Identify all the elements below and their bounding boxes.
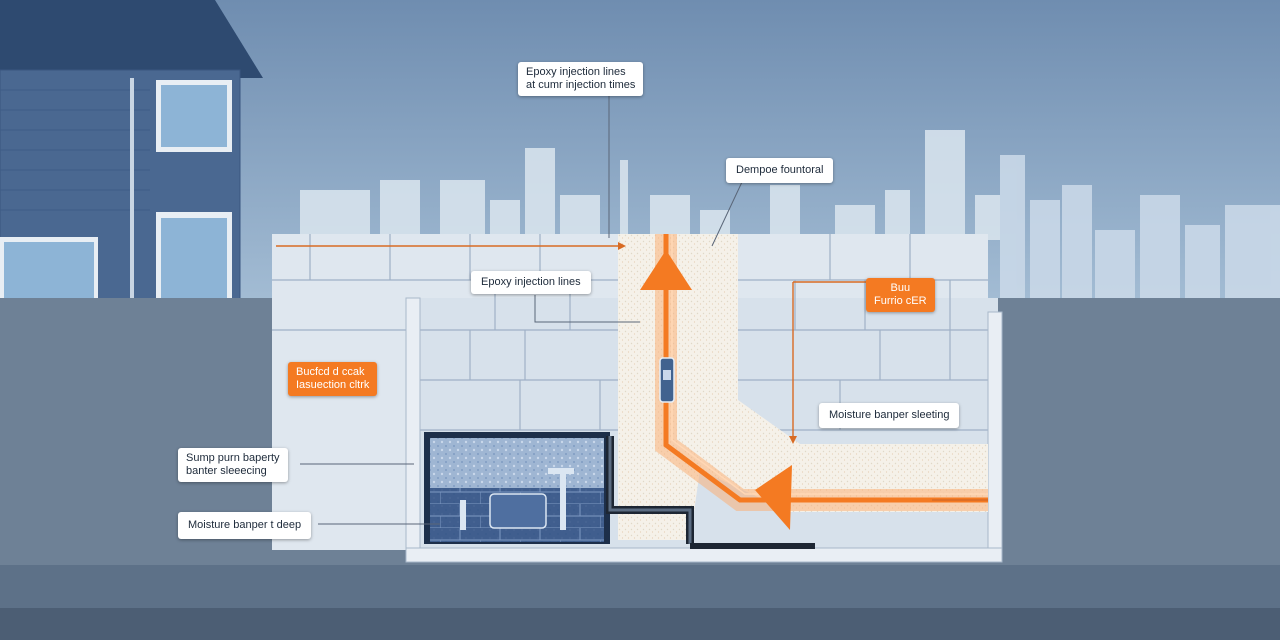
injection-port-icon: [659, 357, 675, 403]
label-epoxy-injection-mid: Epoxy injection lines: [471, 271, 591, 294]
drainage-gravel: [618, 234, 988, 540]
label-line: Epoxy injection lines: [481, 276, 581, 288]
label-line: banter sleeecing: [186, 465, 267, 477]
pointer-arrowhead: [789, 436, 797, 444]
ground-base: [0, 608, 1280, 640]
label-line: Furrio cER: [874, 295, 927, 307]
label-line: Epoxy injection lines: [526, 66, 626, 78]
label-epoxy-injection-top: Epoxy injection lines at cumr injection …: [518, 62, 644, 96]
pointer-arrowhead: [618, 242, 626, 250]
label-moisture-barrier-right: Moisture banper sleeting: [819, 403, 960, 428]
label-line: Moisture banper t deep: [188, 519, 302, 531]
label-orange-left: Bucfcd d ccak Iasuection cltrk: [288, 362, 378, 396]
annotation-lines-orange: [276, 245, 988, 501]
label-sump-pump: Sump purn baperty banter sleeecing: [178, 448, 288, 482]
city-skyline: [300, 130, 1000, 240]
label-line: Buu: [890, 282, 911, 294]
label-line: Moisture banper sleeting: [829, 409, 950, 421]
label-line: Bucfcd d ccak: [296, 366, 365, 378]
flow-arrow-left-icon: [755, 465, 792, 530]
annotation-lines: [300, 96, 743, 525]
label-moisture-barrier-left: Moisture banper t deep: [178, 512, 312, 539]
label-dempoe-fountoral: Dempoe fountoral: [726, 158, 834, 183]
label-line: Sump purn baperty: [186, 452, 280, 464]
sump-pit: [424, 432, 610, 544]
house: [0, 0, 263, 301]
label-orange-right: Buu Furrio cER: [866, 278, 935, 312]
drain-pipe-highlight: [608, 436, 692, 544]
label-line: Dempoe fountoral: [736, 164, 824, 176]
label-line: Iasuection cltrk: [296, 379, 370, 391]
label-line: at cumr injection times: [526, 79, 636, 91]
flow-arrow-up-icon: [640, 250, 692, 290]
moisture-membrane: [655, 234, 988, 511]
city-skyline-far: [1000, 155, 1280, 305]
